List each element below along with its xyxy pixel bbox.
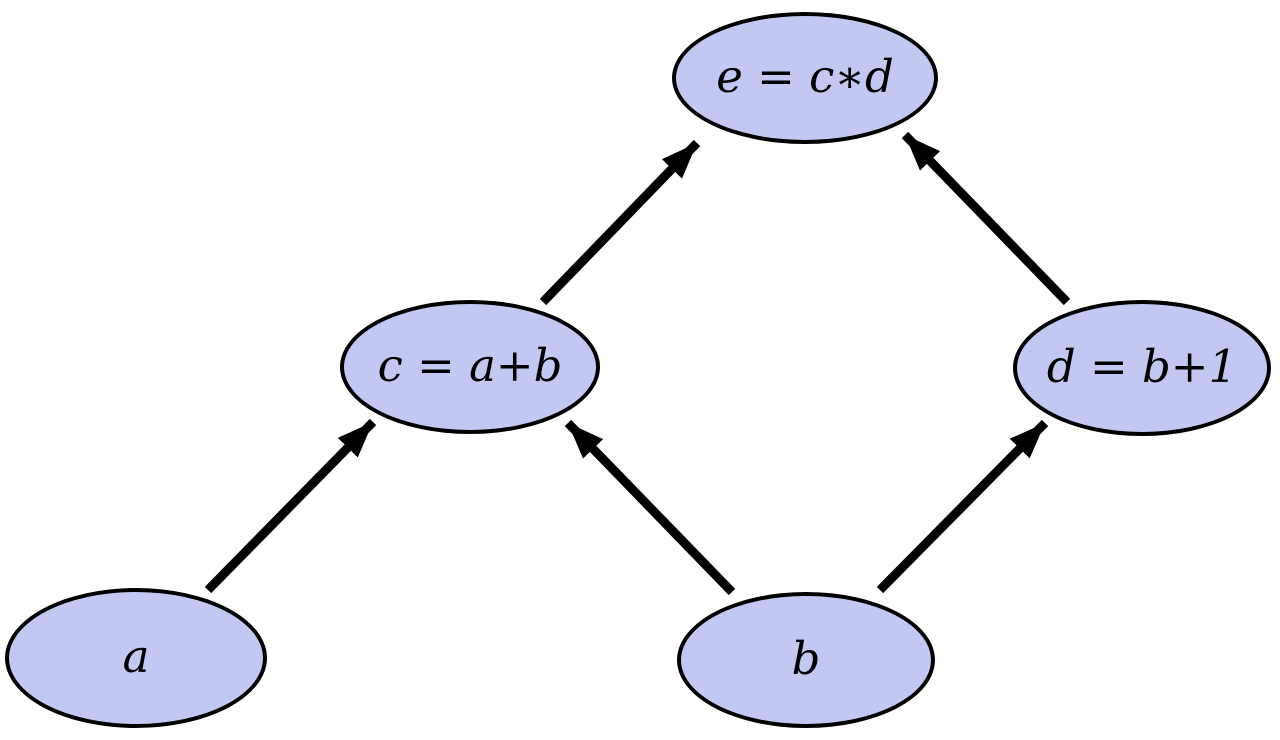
edge-b-to-c-arrow [564,419,736,596]
node-b-label: b [791,631,821,685]
node-c-label: c = a+b [377,338,563,392]
node-b: b [677,592,935,728]
edge-a-to-c-arrow [204,418,377,594]
node-d: d = b+1 [1013,300,1271,436]
edge-d-to-e-arrow [901,131,1071,306]
node-d-label: d = b+1 [1046,339,1238,393]
node-e-label: e = c∗d [716,49,894,103]
node-c: c = a+b [340,300,600,434]
edge-b-to-d-arrow [876,419,1049,594]
node-a: a [5,588,267,728]
node-a-label: a [122,629,150,683]
edge-c-to-e-arrow [539,139,701,306]
node-e: e = c∗d [672,12,938,144]
